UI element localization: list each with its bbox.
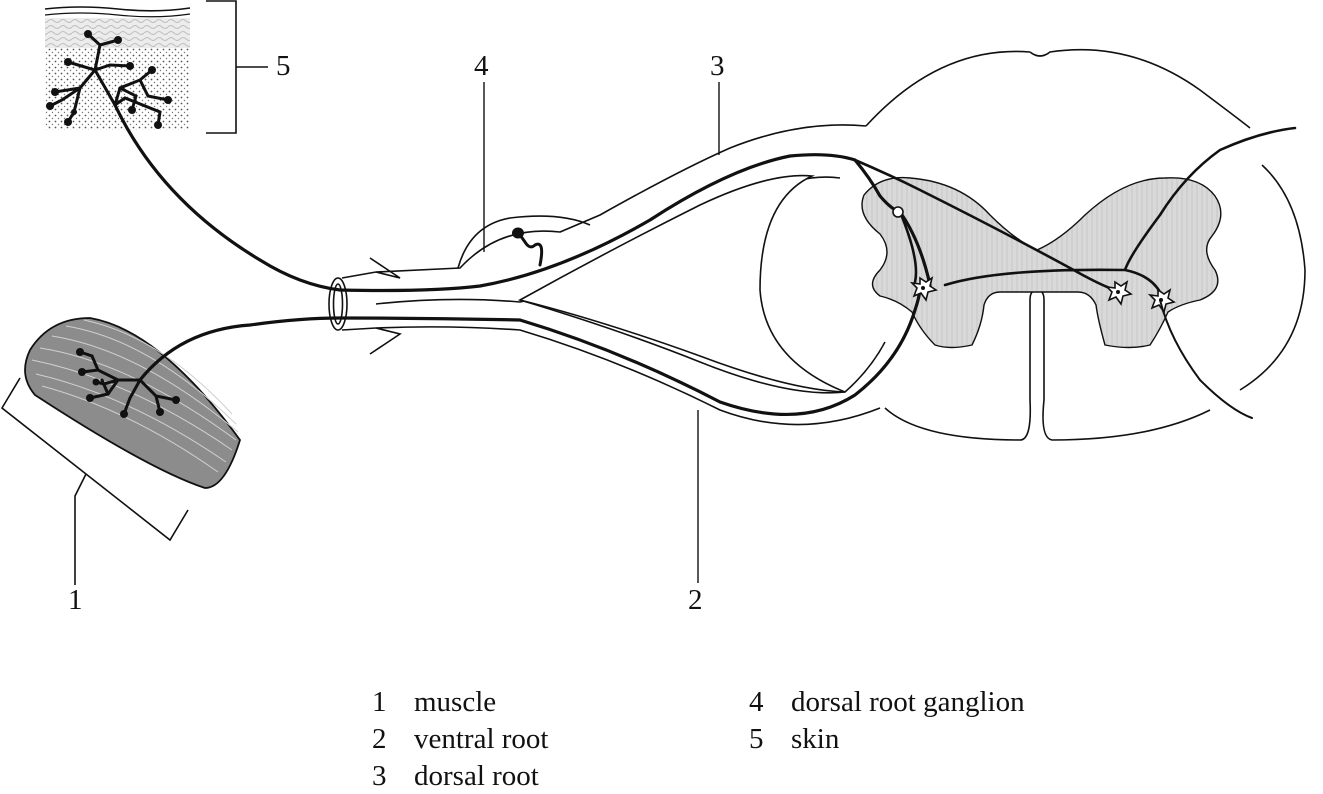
- sensory-neuron: [113, 103, 932, 293]
- legend: 1 muscle 2 ventral root 3 dorsal root 4 dors…: [372, 684, 1132, 792]
- dorsal-root-ganglion: [457, 215, 591, 269]
- legend-label: ventral root: [414, 723, 549, 755]
- callout-lines: [483, 82, 720, 583]
- legend-label: dorsal root: [414, 760, 539, 792]
- muscle-bracket: [0, 377, 189, 585]
- legend-number: 4: [749, 686, 764, 718]
- skin-receptor-dots: [46, 30, 172, 129]
- legend-number: 2: [372, 723, 387, 755]
- motor-neuron: [138, 286, 922, 417]
- callout-1: 1: [68, 584, 83, 616]
- callout-3: 3: [710, 50, 725, 82]
- skin-bracket: [206, 0, 268, 134]
- spinal-cord-outline: [865, 48, 1306, 441]
- white-matter-boundary: [517, 174, 846, 393]
- muscle-motor-end-plates: [76, 348, 180, 418]
- contralateral-tract: [1159, 299, 1253, 419]
- callout-4: 4: [474, 50, 489, 82]
- interneuron: [853, 126, 1297, 294]
- legend-number: 3: [372, 760, 387, 792]
- legend-item-skin: 5 skin: [749, 721, 839, 757]
- ventral-root: [375, 299, 886, 426]
- legend-item-dorsal-root-ganglion: 4 dorsal root ganglion: [749, 684, 1025, 720]
- spinal-nerve: [328, 257, 402, 355]
- legend-label: muscle: [414, 686, 497, 718]
- legend-label: skin: [791, 723, 840, 755]
- sensory-neuron-cell-body: [512, 227, 524, 239]
- legend-item-muscle: 1 muscle: [372, 684, 496, 720]
- legend-number: 1: [372, 686, 387, 718]
- grey-matter: [861, 176, 1222, 349]
- muscle: [24, 317, 241, 489]
- legend-number: 5: [749, 723, 764, 755]
- legend-item-dorsal-root: 3 dorsal root: [372, 758, 539, 794]
- legend-item-ventral-root: 2 ventral root: [372, 721, 548, 757]
- callout-2: 2: [688, 584, 703, 616]
- dorsal-horn-synapse: [892, 206, 904, 218]
- callout-5: 5: [276, 50, 291, 82]
- legend-label: dorsal root ganglion: [791, 686, 1025, 718]
